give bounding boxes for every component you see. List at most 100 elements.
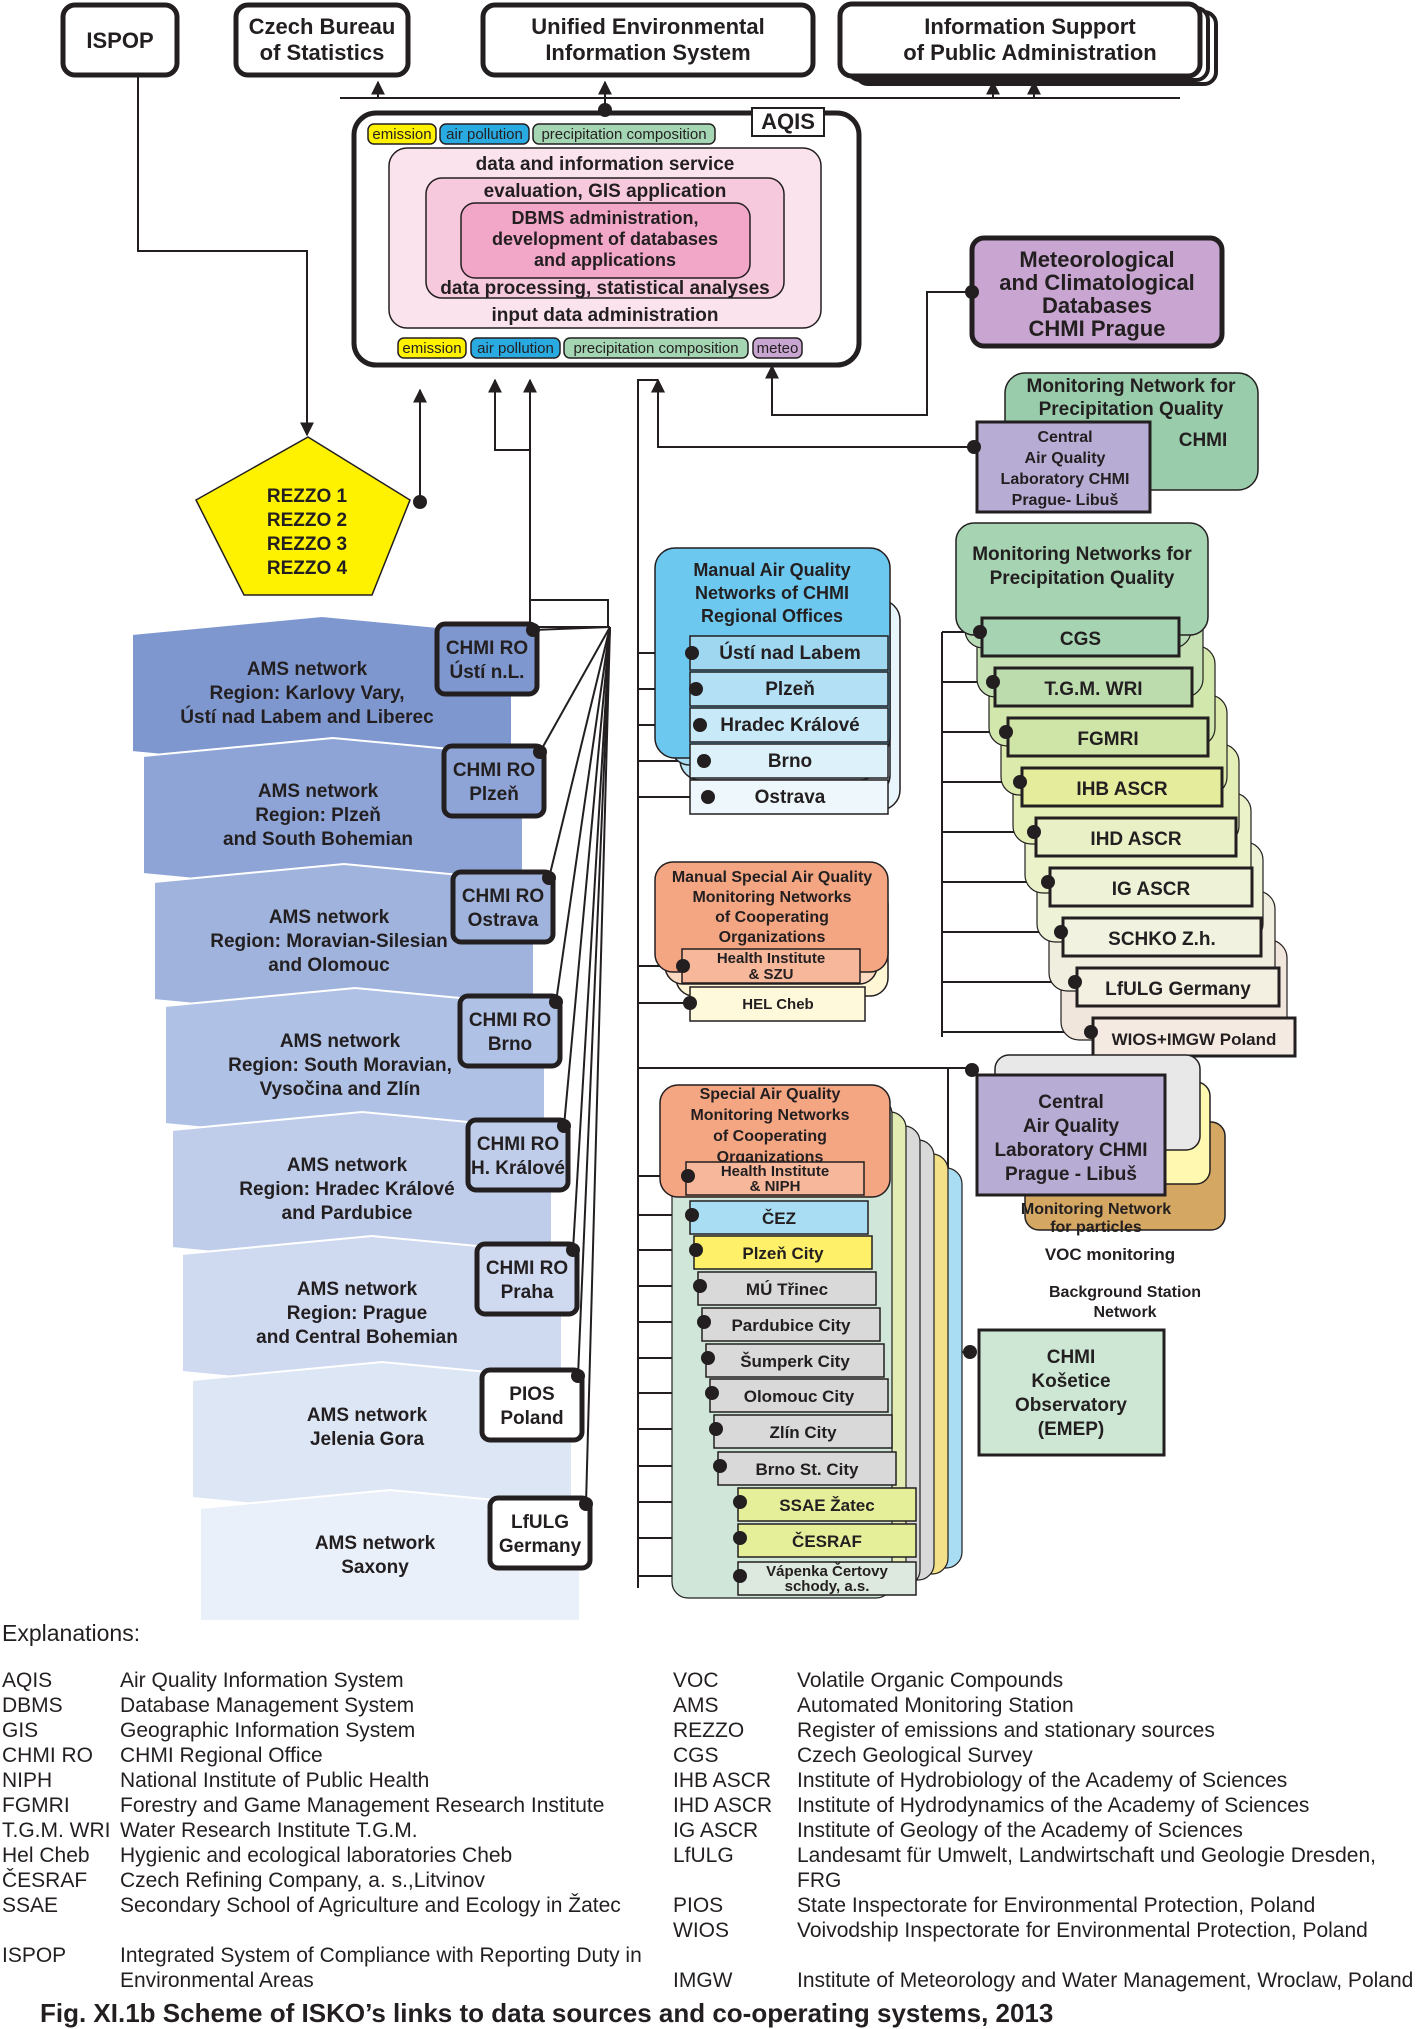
legend-definition: Air Quality Information System — [120, 1669, 404, 1692]
background-station-label: Background Station — [1049, 1284, 1201, 1301]
aqis-bottom-tag-label: precipitation composition — [573, 340, 738, 357]
regional-office-box — [479, 1367, 585, 1443]
legend-definition: Institute of Geology of the Academy of S… — [797, 1819, 1243, 1842]
precip-network-item-dot — [1013, 775, 1027, 789]
precip-network-item-dot — [1054, 925, 1068, 939]
special-aq-item-dot — [705, 1386, 719, 1400]
aqis-bottom-tag-label: meteo — [757, 340, 799, 357]
ams-network-label: Region: Moravian-Silesian — [210, 931, 448, 952]
special-aq-item-dot — [733, 1569, 747, 1583]
legend-definition: Czech Geological Survey — [797, 1744, 1033, 1767]
ams-network-label: AMS network — [258, 781, 379, 802]
precip-network-item-box — [1075, 966, 1281, 1008]
kosetice-dot — [963, 1345, 977, 1359]
layer-input-label: input data administration — [492, 305, 719, 326]
special-aq-item-label: Pardubice City — [731, 1316, 851, 1335]
legend-abbreviation: FGMRI — [2, 1794, 70, 1817]
regional-office-dot — [549, 995, 563, 1009]
manual-aq-title: Regional Offices — [701, 606, 843, 626]
legend-definition: State Inspectorate for Environmental Pro… — [797, 1894, 1316, 1917]
regional-office-dot — [557, 1119, 571, 1133]
manual-special-title: Monitoring Networks — [692, 889, 851, 906]
ams-network-label: and South Bohemian — [223, 829, 413, 850]
layer-processing-label: data processing, statistical analyses — [440, 278, 770, 299]
regional-office-label: CHMI RO — [453, 760, 535, 781]
legend-definition: Hygienic and ecological laboratories Che… — [120, 1844, 513, 1867]
meteo-db-label: and Climatological — [999, 270, 1195, 295]
special-aq-item-dot — [685, 1208, 699, 1222]
ispa-label: of Public Administration — [903, 40, 1156, 65]
ams-network-label: AMS network — [287, 1155, 408, 1176]
layer-dbms-label: development of databases — [492, 229, 718, 249]
special-aq-item-box — [701, 1307, 881, 1342]
precip-network-item-dot — [1068, 975, 1082, 989]
precip-network-item-label: IHB ASCR — [1076, 779, 1167, 800]
special-aq-title: Special Air Quality — [700, 1086, 841, 1103]
regional-office-label: CHMI RO — [462, 886, 544, 907]
aqis-top-tag-label: precipitation composition — [541, 126, 706, 143]
aqis-bottom-tag — [470, 337, 561, 359]
kosetice-label: (EMEP) — [1038, 1419, 1105, 1440]
precip-chmi-title: Precipitation Quality — [1039, 399, 1224, 420]
special-aq-item-label: ČEZ — [762, 1209, 796, 1228]
aqis-top-tag-label: emission — [372, 126, 431, 143]
manual-special-dot — [683, 996, 697, 1010]
kosetice-label: CHMI — [1047, 1347, 1096, 1368]
precip-network-item-dot — [973, 625, 987, 639]
ro-to-hub — [577, 626, 611, 1377]
regional-office-label: CHMI RO — [477, 1134, 559, 1155]
central-lab-small-label: Central — [1037, 429, 1092, 446]
ams-hub-to-aqis-2 — [523, 378, 610, 628]
ams-network-label: and Olomouc — [268, 955, 390, 976]
aqis-bottom-tag-label: air pollution — [477, 340, 554, 357]
regional-office-dot — [533, 745, 547, 759]
legend-entry: NIPH National Institute of Public Health — [2, 1768, 662, 1793]
manual-special-title: Organizations — [719, 929, 826, 946]
ams-network-label: Region: Karlovy Vary, — [210, 683, 405, 704]
rezzo-dot — [413, 495, 427, 509]
manual-aq-item-box — [689, 743, 889, 779]
manual-aq-item-label: Ostrava — [755, 787, 826, 808]
special-aq-item-label: Vápenka Čertovy — [766, 1562, 888, 1580]
special-aq-item-box — [737, 1487, 917, 1522]
precip-network-item-label: SCHKO Z.h. — [1108, 929, 1216, 950]
background-station-label: Network — [1093, 1304, 1156, 1321]
legend-definition: Volatile Organic Compounds — [797, 1669, 1064, 1692]
legend-abbreviation: REZZO — [673, 1719, 745, 1742]
ueis-label: Information System — [545, 40, 750, 65]
regional-office-label: Plzeň — [469, 784, 519, 805]
regional-office-box — [474, 1241, 580, 1317]
rezzo-label: REZZO 4 — [267, 558, 348, 579]
special-aq-item-dot — [693, 1279, 707, 1293]
legend-abbreviation: NIPH — [2, 1769, 53, 1792]
regional-office-label: Ostrava — [468, 910, 539, 931]
special-aq-item-dot — [701, 1351, 715, 1365]
special-aq-item-box — [697, 1271, 877, 1306]
manual-aq-item-label: Plzeň — [765, 679, 815, 700]
precip-networks-title: Precipitation Quality — [990, 568, 1175, 589]
layer-dbms-label: and applications — [534, 250, 676, 270]
legend-definition: National Institute of Public Health — [120, 1769, 430, 1792]
ispop-to-rezzo — [137, 77, 314, 437]
central-lab-small-box — [975, 420, 1152, 514]
precip-network-item-label: LfULG Germany — [1105, 979, 1251, 1000]
particles-label: for particles — [1050, 1219, 1142, 1236]
manual-aq-item-box — [689, 779, 889, 815]
central-lab-label: Laboratory CHMI — [994, 1140, 1147, 1161]
ro-to-hub — [539, 626, 611, 753]
special-aq-item-label: & NIPH — [750, 1178, 801, 1195]
special-aq-item-label: Plzeň City — [742, 1244, 824, 1263]
legend-definition: Database Management System — [120, 1694, 415, 1717]
manual-aq-item-label: Brno — [768, 751, 812, 772]
manual-special-item-label: Health Institute — [717, 950, 825, 967]
ispop-box — [60, 2, 180, 78]
legend-definition: Geographic Information System — [120, 1719, 416, 1742]
regional-office-label: PIOS — [509, 1384, 554, 1405]
legend-definition: Institute of Meteorology and Water Manag… — [797, 1969, 1414, 1992]
manual-aq-item-dot — [689, 682, 703, 696]
